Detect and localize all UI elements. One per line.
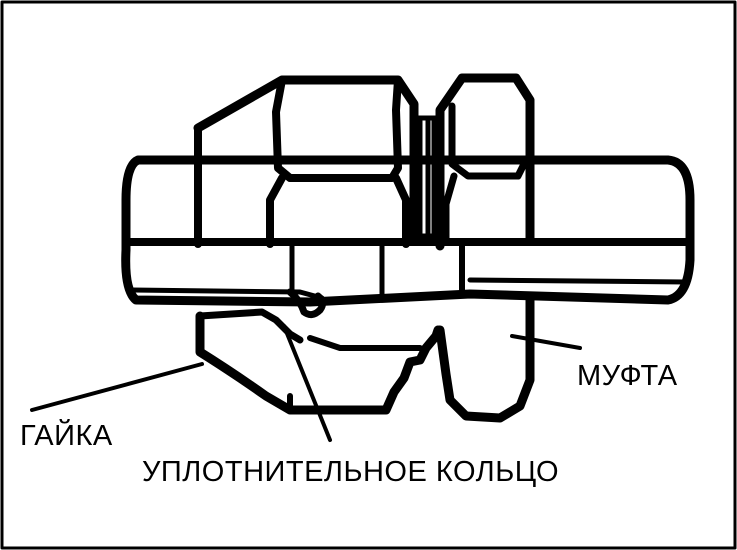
leader-coupling bbox=[510, 334, 582, 350]
pipe-body bbox=[121, 155, 695, 307]
label-o-ring: УПЛОТНИТЕЛЬНОЕ КОЛЬЦО bbox=[142, 456, 560, 488]
coupling-hex-face bbox=[442, 102, 530, 242]
thread-lines bbox=[409, 115, 443, 239]
label-nut: ГАЙКА bbox=[20, 420, 113, 452]
coupling-lower-body bbox=[435, 295, 535, 423]
coupling-body bbox=[435, 73, 535, 251]
nut-hex-face-left bbox=[272, 76, 402, 182]
nut-vertical-divider bbox=[289, 241, 385, 303]
pipe-lower-line-right bbox=[467, 277, 689, 285]
leader-o-ring bbox=[282, 324, 332, 442]
nut-lower-body bbox=[195, 311, 443, 415]
leader-nut bbox=[30, 362, 204, 412]
label-coupling: МУФТА bbox=[577, 360, 678, 392]
o-ring-groove bbox=[286, 288, 327, 319]
nut-hex-face-lower bbox=[266, 174, 410, 248]
nut-lower-top-line bbox=[196, 308, 304, 344]
nut-inner-cut bbox=[307, 335, 423, 351]
